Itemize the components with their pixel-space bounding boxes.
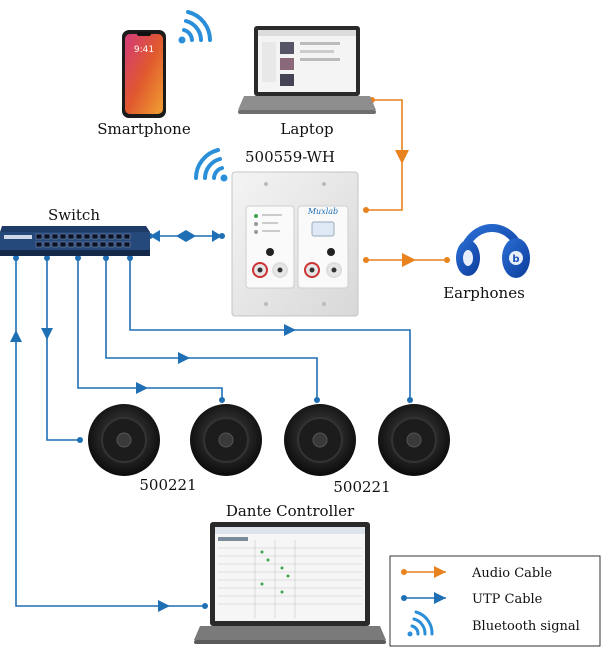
audio-cables <box>366 99 447 261</box>
speaker-label-b: 500221 <box>333 478 390 496</box>
speaker-label-a: 500221 <box>139 476 196 494</box>
legend-audio: Audio Cable <box>471 566 552 581</box>
wall-plate-icon: Muxlab <box>231 171 359 317</box>
utp-to-speaker-2 <box>77 258 223 400</box>
utp-cables <box>15 235 411 607</box>
dante-label: Dante Controller <box>226 502 355 520</box>
smartphone-label: Smartphone <box>97 120 191 138</box>
audio-arrows <box>395 150 416 267</box>
bluetooth-signal-icon <box>407 610 434 637</box>
utp-to-speaker-4 <box>129 258 411 400</box>
headphones-icon: b <box>456 224 530 278</box>
utp-to-speaker-3 <box>105 258 318 400</box>
legend-utp: UTP Cable <box>472 592 543 607</box>
utp-to-dante <box>15 258 205 607</box>
ceiling-speaker-icon <box>88 404 160 476</box>
smartphone-icon: 9:41 <box>122 30 166 118</box>
laptop-icon <box>238 26 376 114</box>
ceiling-speaker-icon <box>190 404 262 476</box>
bluetooth-signal-icon <box>178 10 212 44</box>
utp-to-speaker-1 <box>46 258 80 441</box>
wallplate-label: 500559-WH <box>245 148 335 166</box>
svg-text:9:41: 9:41 <box>134 45 154 55</box>
laptop-label: Laptop <box>280 120 333 138</box>
legend: Audio Cable UTP Cable Bluetooth signal <box>389 555 601 647</box>
utp-arrows <box>10 230 296 612</box>
audio-endpoints <box>363 97 450 263</box>
ceiling-speaker-icon <box>284 404 356 476</box>
legend-bluetooth: Bluetooth signal <box>472 619 580 634</box>
network-switch-icon <box>0 226 150 256</box>
brand-logo-text: Muxlab <box>307 207 338 216</box>
bluetooth-signal-icon <box>194 148 228 182</box>
dante-controller-laptop-icon <box>194 522 386 644</box>
earphones-label: Earphones <box>443 284 525 302</box>
switch-label: Switch <box>48 206 100 224</box>
audio-laptop-to-plate <box>366 99 403 211</box>
utp-endpoints <box>13 233 413 609</box>
ceiling-speaker-icon <box>378 404 450 476</box>
svg-text:b: b <box>512 254 519 265</box>
